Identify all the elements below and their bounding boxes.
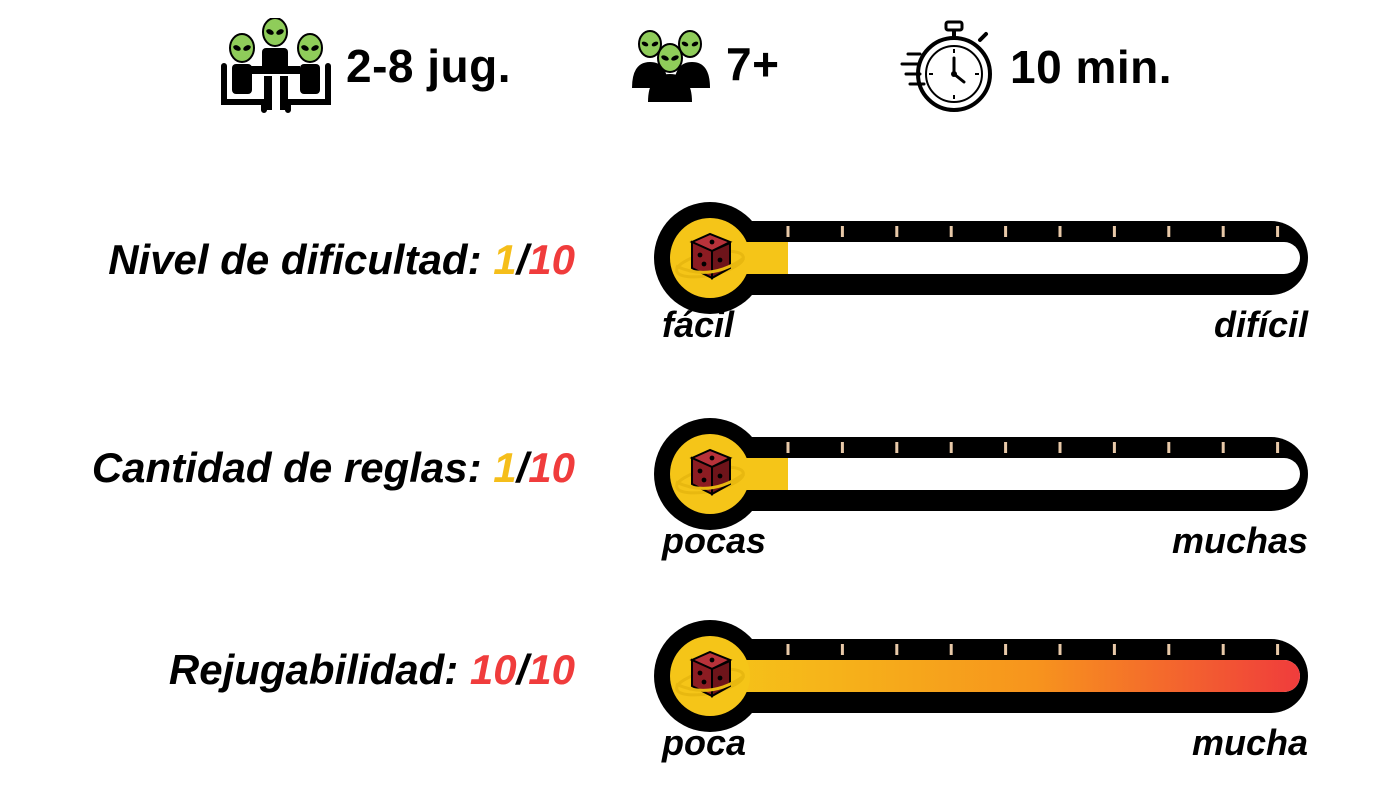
rules-meter: pocas muchas — [652, 412, 1312, 561]
meter-track — [762, 458, 1300, 490]
play-time: 10 min. — [1010, 41, 1173, 93]
rules-max-label: muchas — [1171, 520, 1308, 561]
meter-tick — [840, 644, 844, 655]
meter-tick — [1221, 644, 1225, 655]
difficulty-label: Nivel de dificultad: 1/10 — [15, 236, 575, 284]
meter-tick — [895, 442, 899, 453]
rules-max: 10 — [528, 444, 575, 491]
rules-label-text: Cantidad de reglas: — [91, 444, 494, 491]
difficulty-meter: fácil difícil — [652, 196, 1312, 345]
meter-tick — [1004, 442, 1008, 453]
meter-tick — [1004, 644, 1008, 655]
difficulty-slash: / — [516, 236, 529, 283]
meter-tick — [949, 442, 953, 453]
difficulty-max-label: difícil — [1213, 304, 1308, 345]
rules-score: 1 — [493, 444, 517, 491]
replayability-label-text: Rejugabilidad: — [168, 646, 470, 693]
players-at-table-icon — [221, 18, 331, 113]
meter-tick — [1276, 442, 1280, 453]
meter-tick — [1276, 226, 1280, 237]
stopwatch-icon — [900, 20, 992, 112]
replayability-meter: poca mucha — [652, 614, 1312, 763]
meter-tick — [1112, 442, 1116, 453]
meter-graphic — [654, 202, 1308, 314]
difficulty-min-label: fácil — [662, 304, 735, 345]
meter-tick — [895, 226, 899, 237]
replayability-min-label: poca — [662, 722, 747, 763]
replayability-label: Rejugabilidad: 10/10 — [15, 646, 575, 694]
meter-tick — [840, 442, 844, 453]
rules-min-label: pocas — [662, 520, 767, 561]
meter-track — [762, 242, 1300, 274]
meter-tick — [1221, 442, 1225, 453]
dice-with-ring-icon — [675, 650, 745, 698]
dice-with-ring-icon — [675, 448, 745, 496]
meter-tick — [786, 226, 790, 237]
meter-fill — [712, 660, 1300, 692]
meter-tick — [1276, 644, 1280, 655]
meter-tick — [1221, 226, 1225, 237]
replayability-score: 10 — [469, 646, 517, 693]
difficulty-label-text: Nivel de dificultad: — [108, 236, 494, 283]
age-stat: 7+ — [630, 26, 779, 102]
meter-tick — [949, 644, 953, 655]
rules-slash: / — [516, 444, 529, 491]
meter-graphic — [654, 620, 1308, 732]
difficulty-score: 1 — [493, 236, 517, 283]
time-stat: 10 min. — [900, 20, 1172, 114]
meter-tick — [1167, 644, 1171, 655]
players-stat: 2-8 jug. — [220, 18, 511, 114]
replayability-max-label: mucha — [1191, 722, 1308, 763]
replayability-slash: / — [516, 646, 529, 693]
meter-tick — [1167, 226, 1171, 237]
meter-tick — [1058, 644, 1062, 655]
meter-tick — [1058, 226, 1062, 237]
meter-tick — [1167, 442, 1171, 453]
meter-tick — [786, 644, 790, 655]
meter-tick — [1112, 226, 1116, 237]
meter-tick — [840, 226, 844, 237]
players-count: 2-8 jug. — [346, 40, 512, 92]
dice-with-ring-icon — [675, 232, 745, 280]
meter-tick — [949, 226, 953, 237]
meter-tick — [1112, 644, 1116, 655]
meter-tick — [1058, 442, 1062, 453]
meter-tick — [1004, 226, 1008, 237]
meter-graphic — [654, 418, 1308, 530]
meter-tick — [786, 442, 790, 453]
alien-group-icon — [632, 30, 710, 102]
difficulty-max: 10 — [528, 236, 575, 283]
age-limit: 7+ — [726, 38, 780, 90]
rules-label: Cantidad de reglas: 1/10 — [15, 444, 575, 492]
replayability-max: 10 — [528, 646, 575, 693]
meter-tick — [895, 644, 899, 655]
